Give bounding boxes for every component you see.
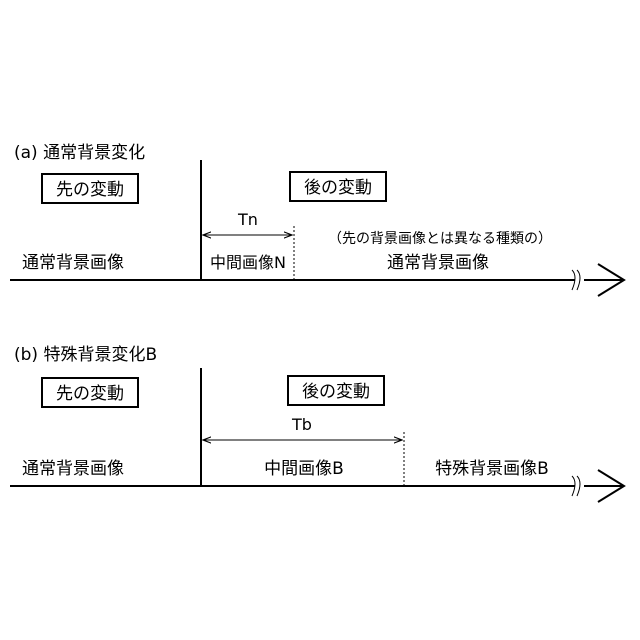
panel-a-note: （先の背景画像とは異なる種類の） bbox=[328, 231, 552, 247]
panel-b-duration-label: Tb bbox=[291, 415, 312, 434]
panel-b-seg-end: 特殊背景画像B bbox=[435, 459, 549, 479]
panel-b: (b) 特殊背景変化B 先の変動 後の変動 Tb 通常背景画像 中間画像B 特殊… bbox=[10, 345, 624, 502]
panel-b-heading: (b) 特殊背景変化B bbox=[14, 345, 157, 365]
panel-a-after-label: 後の変動 bbox=[304, 178, 372, 198]
panel-a-heading: (a) 通常背景変化 bbox=[14, 143, 145, 163]
panel-a-duration-label: Tn bbox=[237, 210, 258, 229]
panel-b-seg-intermediate: 中間画像B bbox=[264, 459, 344, 479]
panel-a-before-label: 先の変動 bbox=[56, 180, 124, 200]
panel-a-seg-intermediate: 中間画像N bbox=[210, 253, 286, 272]
panel-b-after-label: 後の変動 bbox=[302, 382, 370, 402]
panel-a-seg-end: 通常背景画像 bbox=[387, 253, 489, 273]
panel-a: (a) 通常背景変化 先の変動 後の変動 Tn （先の背景画像とは異なる種類の）… bbox=[10, 143, 624, 296]
panel-b-before-label: 先の変動 bbox=[56, 384, 124, 404]
panel-a-seg-normal: 通常背景画像 bbox=[22, 253, 124, 273]
panel-b-seg-normal: 通常背景画像 bbox=[22, 459, 124, 479]
